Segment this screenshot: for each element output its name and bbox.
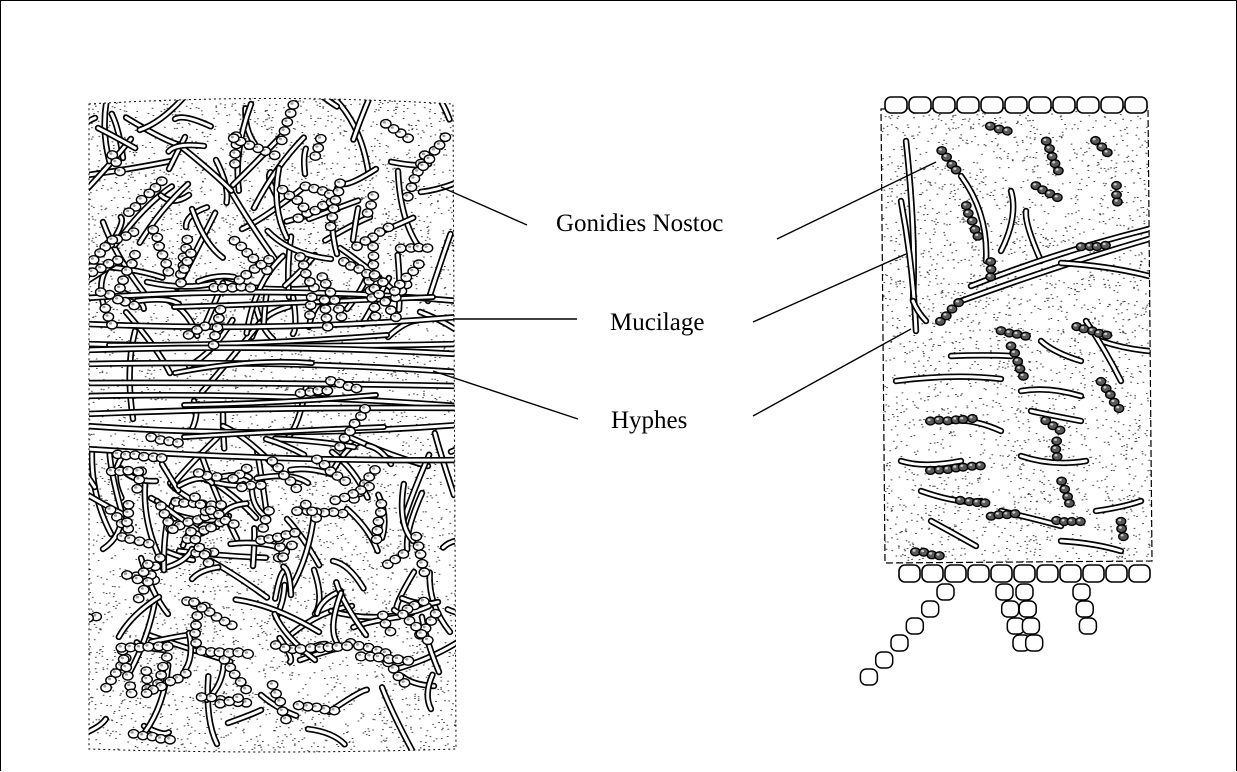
label-hyphes: Hyphes — [611, 408, 687, 433]
label-mucilage: Mucilage — [610, 310, 704, 335]
nostoc-chains-left — [56, 101, 450, 744]
right-tissue-panel — [860, 97, 1154, 685]
hyphae-right — [896, 141, 1149, 551]
left-tissue-panel — [56, 49, 517, 765]
leader-lines — [433, 162, 936, 419]
leader-hyphes-right — [753, 329, 911, 416]
label-gonidies-nostoc: Gonidies Nostoc — [556, 211, 723, 236]
rhizines — [860, 584, 1096, 685]
